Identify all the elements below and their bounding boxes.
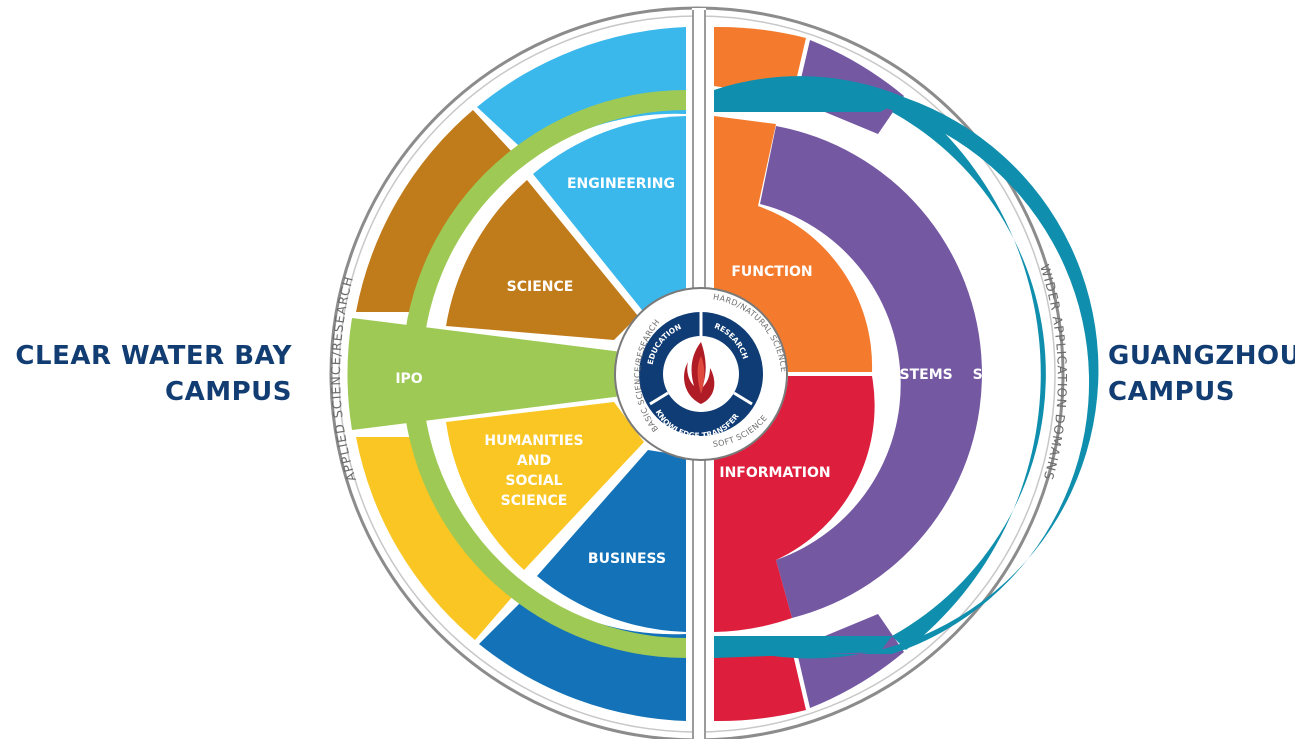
engineering-segment	[533, 116, 686, 310]
society-top-strip	[714, 90, 906, 112]
business-label: BUSINESS	[588, 551, 666, 567]
information-outer-segment	[714, 650, 806, 722]
engineering-outer-segment	[477, 27, 686, 157]
cwb-line2: CAMPUS	[165, 377, 292, 407]
hub-divider-right	[733, 391, 753, 406]
humanities-outer-segment	[356, 437, 513, 640]
systems-outer-segment-bottom	[796, 614, 904, 708]
science-outer-segment	[356, 110, 513, 312]
humanities-label-line2: AND	[517, 453, 551, 469]
science-segment	[446, 180, 638, 340]
science-label: SCIENCE	[507, 279, 574, 295]
business-outer-segment	[479, 592, 686, 721]
systems-segment	[760, 126, 982, 618]
clear-water-bay-campus-label: CLEAR WATER BAY CAMPUS	[10, 338, 292, 410]
humanities-label-line3: SOCIAL	[505, 473, 562, 489]
systems-label: SYSTEMS	[879, 367, 952, 383]
information-label: INFORMATION	[719, 465, 830, 481]
hub-divider-left	[649, 391, 669, 406]
humanities-label-line1: HUMANITIES	[484, 433, 583, 449]
ipo-segment	[347, 318, 686, 430]
society-bottom-strip	[714, 636, 892, 658]
hub-outer-border	[614, 287, 788, 461]
gz-line2: CAMPUS	[1108, 377, 1235, 407]
gz-line1: GUANGZHOU	[1108, 341, 1295, 371]
humanities-segment	[446, 402, 644, 570]
cwb-line1: CLEAR WATER BAY	[15, 341, 292, 371]
society-label: SOCIETY	[973, 367, 1041, 383]
business-segment	[537, 450, 686, 632]
function-label: FUNCTION	[731, 264, 812, 280]
guangzhou-campus-label: GUANGZHOU CAMPUS	[1108, 338, 1295, 410]
humanities-label-line4: SCIENCE	[501, 493, 568, 509]
ipo-label: IPO	[395, 371, 422, 387]
flame-logo-icon	[684, 342, 715, 404]
engineering-label: ENGINEERING	[567, 176, 675, 192]
